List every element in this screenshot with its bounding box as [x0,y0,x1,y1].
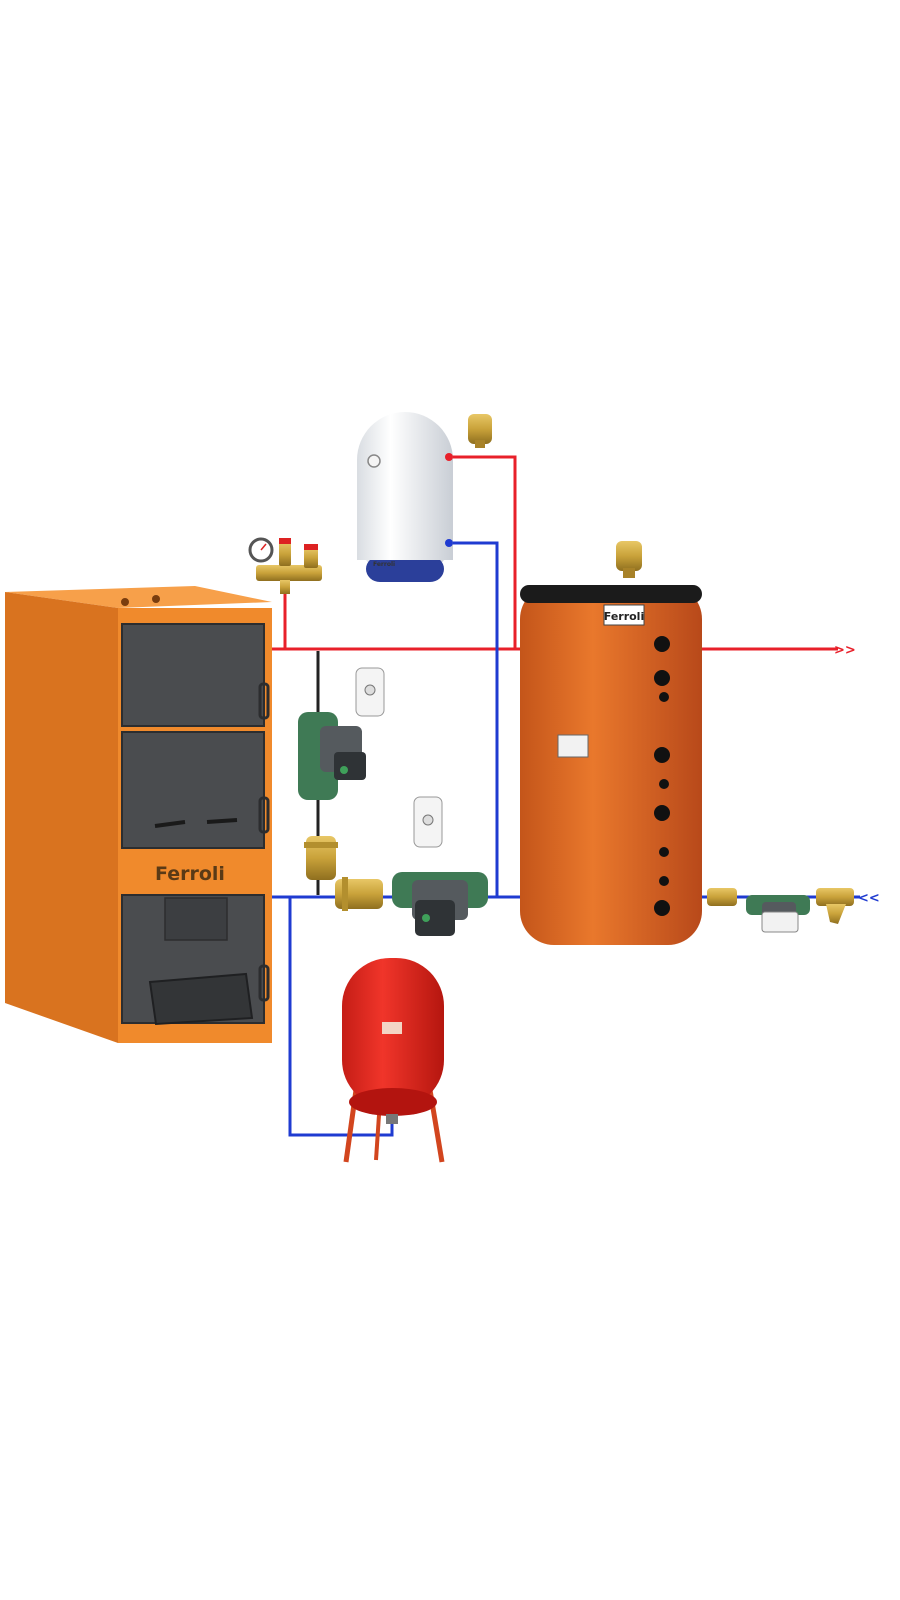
boiler-brand-logo: Ferroli [155,863,225,885]
buffer-tank-top-cap [520,585,702,603]
safety-valve-cap [304,544,318,550]
tank-port [654,747,670,763]
pump-control-head [334,752,366,780]
tank-port [659,779,669,789]
flow-out-arrow: >> [834,643,856,658]
safety-valve-cap [279,538,291,544]
boiler-door-handle [258,682,270,720]
hot-line-water-heater [452,455,517,649]
water-heater-base-cover [357,530,453,560]
boiler-top-port [121,598,129,606]
tank-port [659,847,669,857]
return-loop-thermostat [413,796,443,848]
water-heater-base [366,556,444,582]
air-vent-small [279,542,291,566]
tank-port [659,876,669,886]
boiler-side [5,592,118,1043]
gauge-needle [260,543,267,551]
pump-control-head [761,911,799,933]
buffer-tank-thermometer-plate [557,734,589,758]
water-heater-air-vent [468,414,492,448]
vessel-connector [386,1114,398,1124]
return-check-valve [335,877,383,911]
strainer-filter [816,888,854,924]
water-heater-brand-logo: Ferroli [373,561,395,568]
boiler-ash-tray [148,972,254,1026]
boiler-top [5,586,272,608]
pump-dial-icon [422,914,430,922]
tank-port [654,636,670,652]
boiler-vent-slot [206,818,238,824]
tank-port [659,692,669,702]
pump-control-head [415,900,455,936]
buffer-tank-brand-logo: Ferroli [604,610,644,623]
safety-group-stem [280,580,290,594]
tank-port [654,670,670,686]
thermometer-icon [367,454,381,468]
inlet-fitting [707,888,737,906]
pump-dial-icon [340,766,348,774]
boiler-loop-pump [298,712,366,800]
water-heater-cold-inlet [445,539,453,547]
buffer-tank-body [520,585,702,945]
buffer-tank: Ferroli [520,585,702,945]
boiler-air-flap [164,897,228,941]
expansion-vessel [342,958,445,1163]
inlet-pump [746,895,810,933]
safety-group-body [256,565,322,581]
boiler-vent-slot [154,820,186,828]
electric-water-heater: Ferroli [357,412,453,582]
water-heater-hot-outlet [445,453,453,461]
boiler-middle-door [121,731,265,849]
solid-fuel-boiler: Ferroli [5,586,272,1043]
boiler-safety-group [248,537,322,594]
buffer-tank-air-vent [616,541,642,578]
boiler-loop-thermostat [355,667,385,717]
cold-line-water-heater [452,541,499,897]
tank-port [654,805,670,821]
safety-valve-body [304,548,318,568]
tank-port [654,900,670,916]
buffer-tank-label-plate [603,604,645,626]
expansion-line [288,897,394,1137]
return-in-arrow: << [858,891,880,906]
boiler-top-port [152,595,160,603]
boiler-door-handle [258,796,270,834]
vessel-bottom [349,1088,437,1116]
boiler-door-handle [258,964,270,1002]
return-loop-pump [392,872,488,936]
boiler-upper-door [121,623,265,727]
bypass-check-valve [304,836,338,880]
vessel-label [382,1022,402,1034]
